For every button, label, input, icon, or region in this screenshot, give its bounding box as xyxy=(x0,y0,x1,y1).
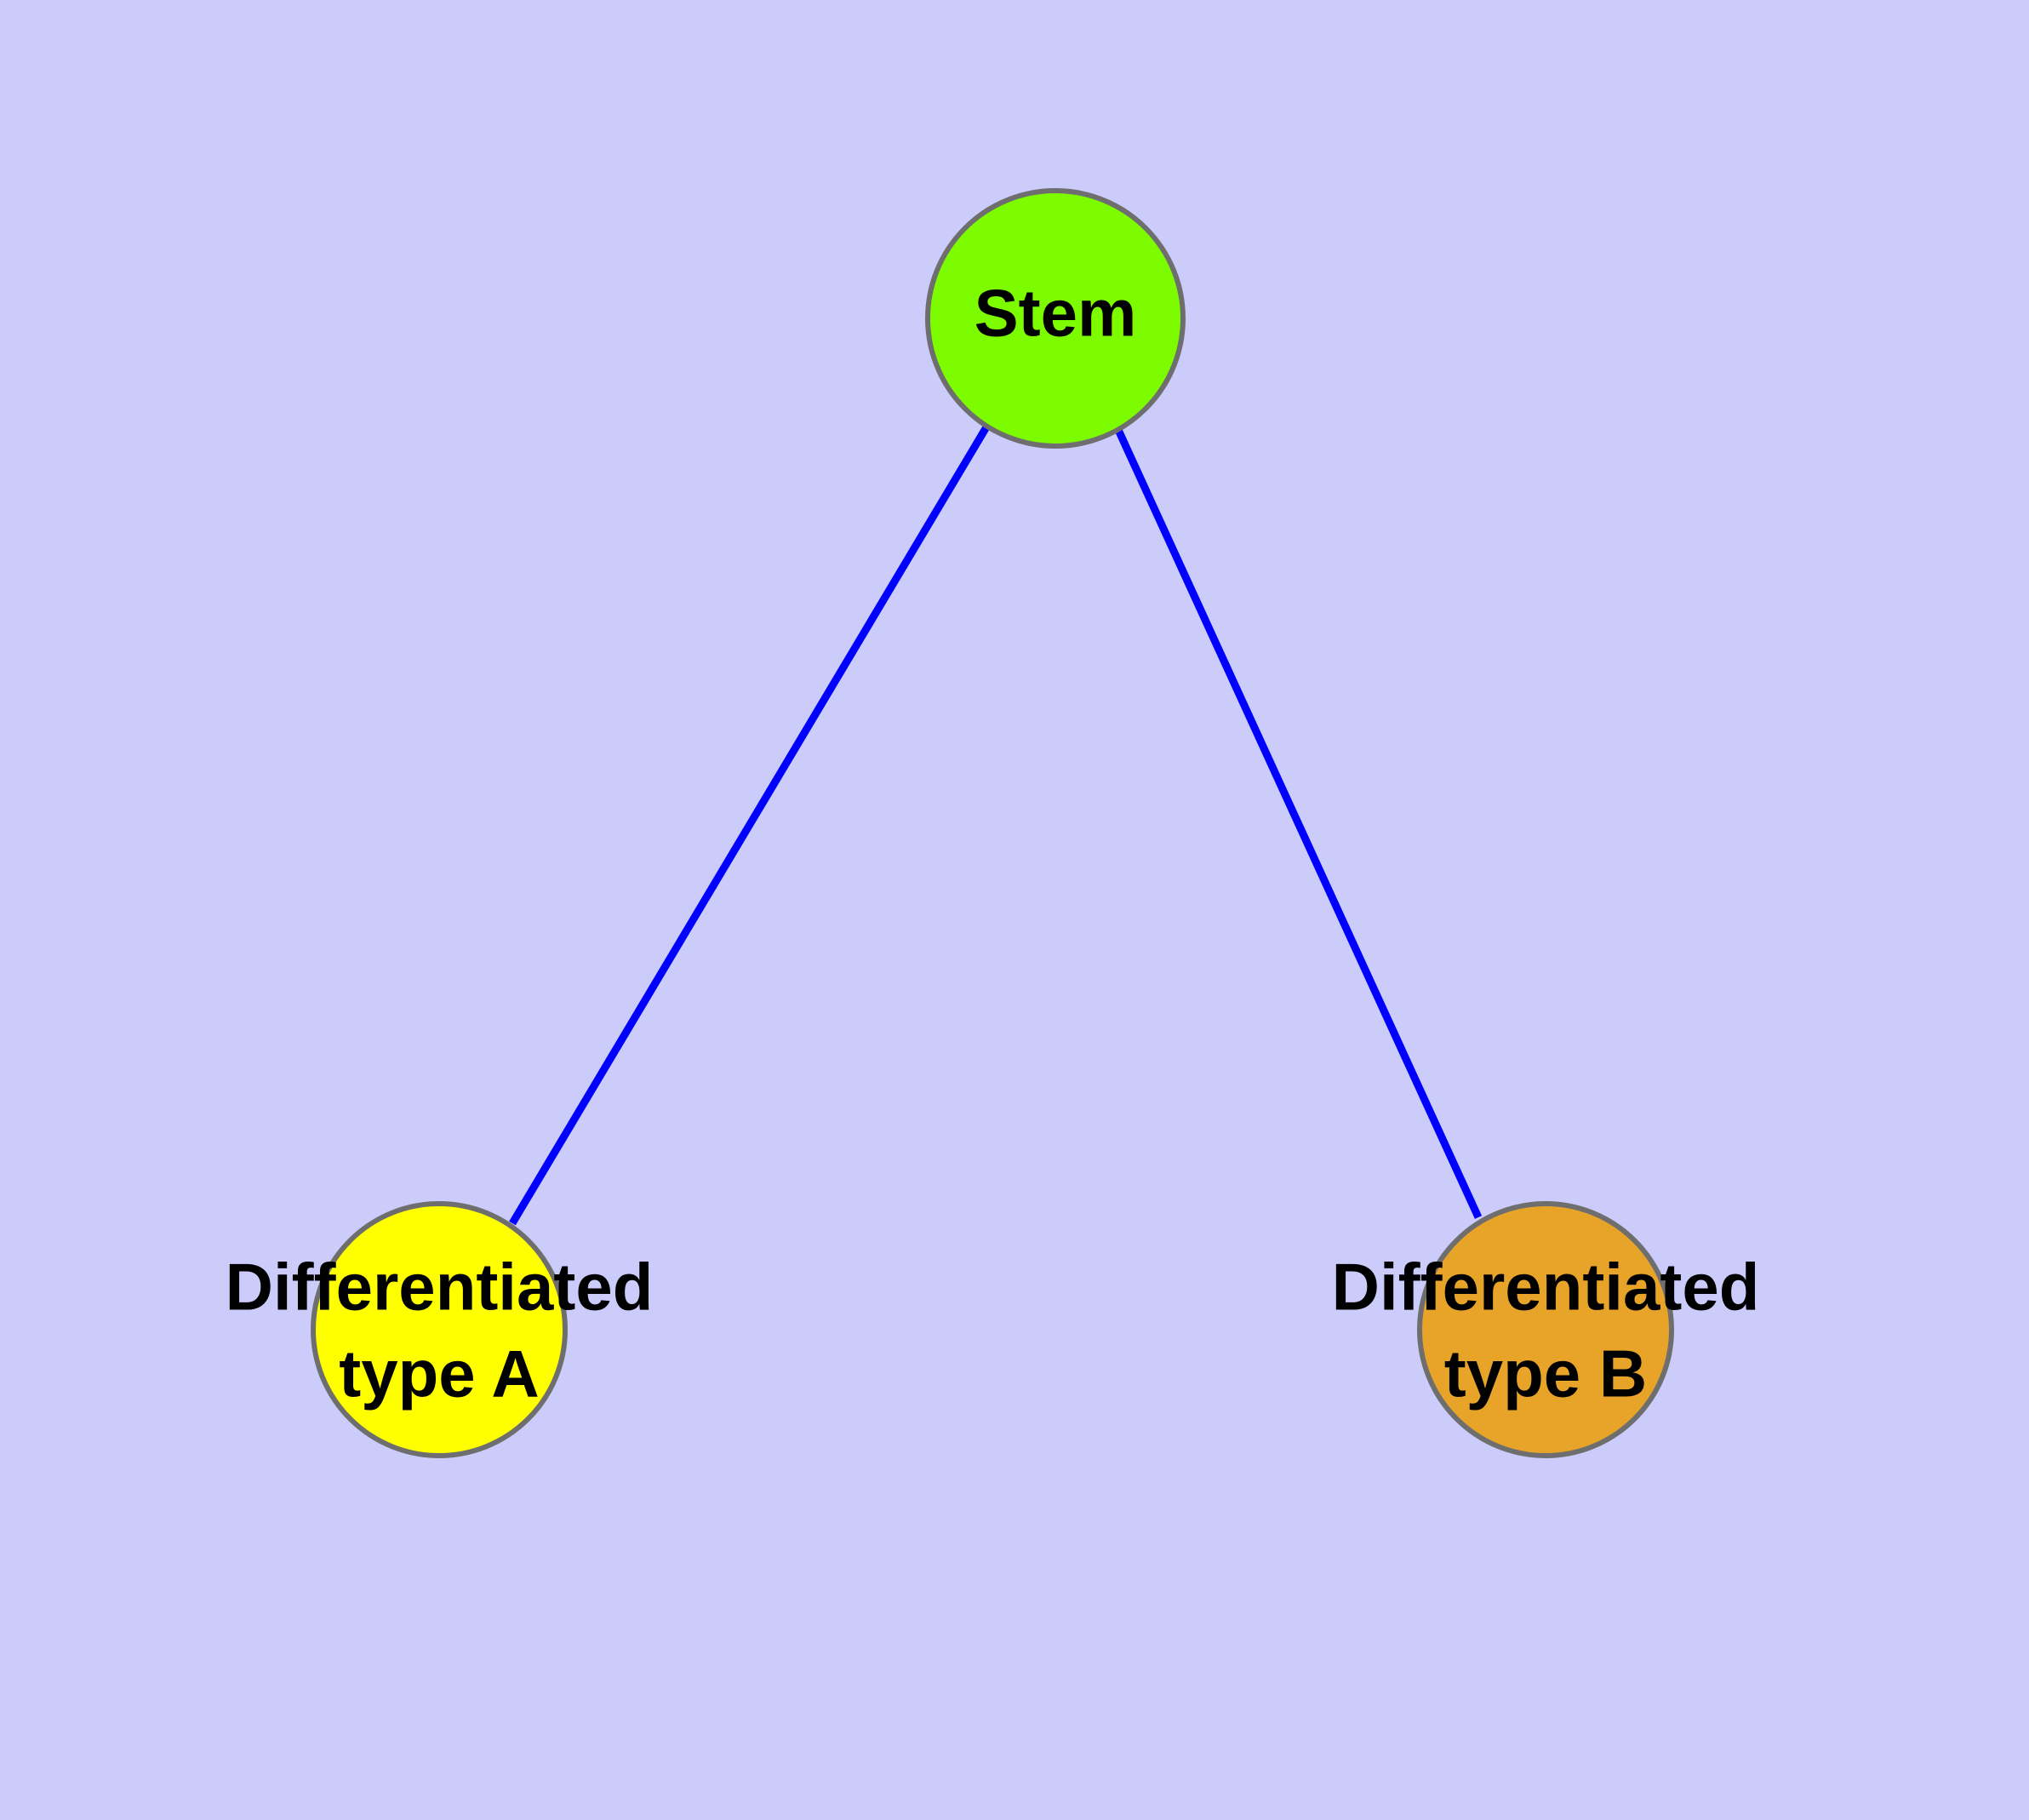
node-differentiated-b-label-line1: Differentiated xyxy=(1332,1250,1760,1325)
node-stem-label-line1: Stem xyxy=(974,276,1137,351)
edge-stem-to-differentiated-a xyxy=(509,423,991,1226)
node-stem[interactable]: Stem xyxy=(925,188,1186,449)
node-differentiated-b-circle[interactable] xyxy=(1417,1201,1674,1458)
node-differentiated-a[interactable] xyxy=(311,1201,568,1458)
nodes-layer: Stem xyxy=(311,188,1674,1458)
node-differentiated-a-label-line1: Differentiated xyxy=(226,1250,654,1325)
edges-layer xyxy=(509,423,1483,1226)
node-differentiated-a-label-line2: type A xyxy=(339,1336,540,1411)
labels-layer: Differentiated type A Differentiated typ… xyxy=(226,1250,1760,1411)
node-differentiated-b[interactable] xyxy=(1417,1201,1674,1458)
node-stem-circle[interactable] xyxy=(925,188,1186,449)
edge-stem-to-differentiated-b xyxy=(1114,428,1483,1219)
node-differentiated-a-circle[interactable] xyxy=(311,1201,568,1458)
node-differentiated-b-label-line2: type B xyxy=(1444,1336,1647,1411)
